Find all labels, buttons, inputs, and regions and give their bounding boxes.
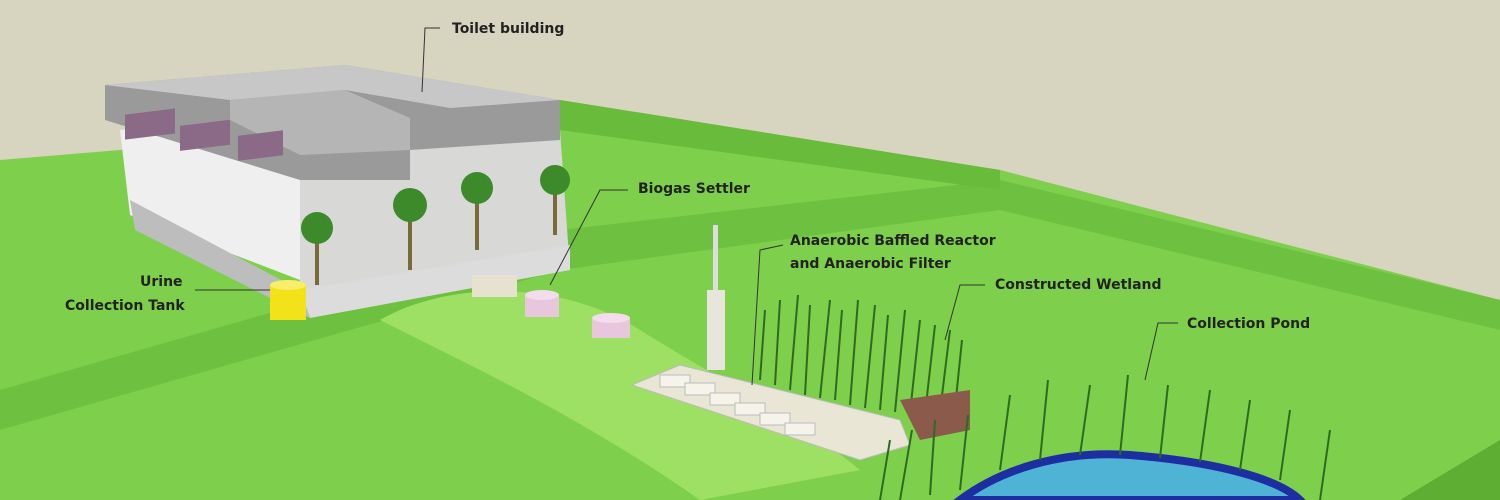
anaerobic-baffled-reactor	[630, 225, 911, 461]
label-toilet-building: Toilet building	[421, 21, 564, 93]
urine-collection-tank	[270, 280, 306, 320]
toilet-building-label: Toilet building	[452, 21, 564, 37]
abr-label-line1: Anaerobic Baffled Reactor	[790, 233, 996, 249]
label-collection-pond: Collection Pond	[1144, 316, 1310, 381]
label-biogas-settler: Biogas Settler	[549, 181, 750, 286]
label-constructed-wetland: Constructed Wetland	[944, 277, 1162, 341]
constructed-wetland-label: Constructed Wetland	[995, 277, 1162, 293]
biogas-settler-label: Biogas Settler	[638, 181, 750, 197]
urine-label-line1: Urine	[140, 274, 183, 290]
ground-terrace	[560, 100, 1000, 190]
abr-label-line2: and Anaerobic Filter	[790, 256, 951, 272]
pink-tank-1	[525, 290, 559, 317]
ground-right-edge	[1400, 440, 1500, 500]
palm-trees	[301, 165, 570, 285]
biogas-settler-box	[472, 275, 517, 297]
constructed-wetland	[759, 294, 970, 440]
toilet-building	[105, 65, 570, 318]
urine-label-line2: Collection Tank	[65, 298, 185, 314]
mound	[380, 291, 860, 500]
label-urine-tank: Urine Collection Tank	[65, 274, 270, 314]
label-abr: Anaerobic Baffled Reactor and Anaerobic …	[751, 233, 996, 386]
pink-tank-2	[592, 313, 630, 338]
collection-pond-label: Collection Pond	[1187, 316, 1310, 332]
collection-pond	[879, 374, 1331, 500]
